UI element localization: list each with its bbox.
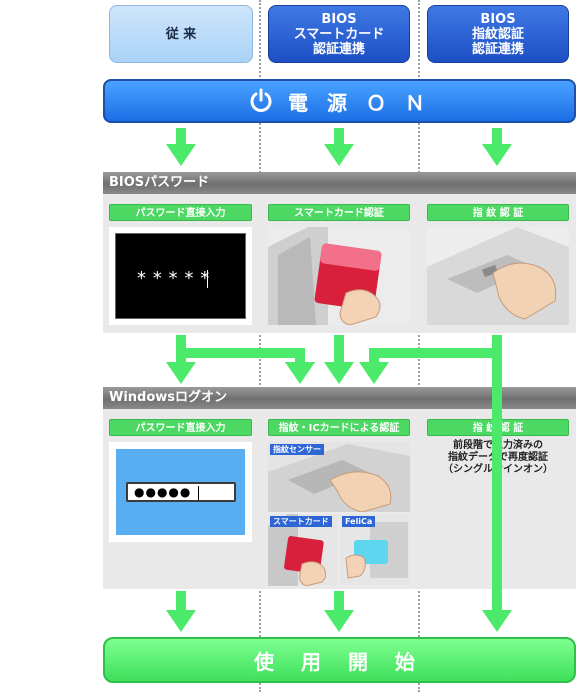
- column-header-label: BIOS: [480, 11, 516, 27]
- pill-fingerprint-auth: 指 紋 認 証: [427, 204, 569, 221]
- sub-label-fingerprint-sensor: 指紋センサー: [270, 444, 324, 455]
- column-divider: [259, 0, 261, 692]
- arrow-down-icon: [166, 335, 196, 384]
- sub-label-felica: FeliCa: [342, 516, 376, 527]
- arrow-down-icon: [324, 335, 354, 384]
- windows-password-mask: ●●●●●: [134, 485, 192, 499]
- fingerprint-sensor-illustration: [427, 227, 569, 325]
- column-header-label: 指紋認証: [471, 26, 524, 42]
- column-header-label: 従 来: [165, 26, 197, 42]
- pill-password-direct: パスワード直接入力: [109, 419, 252, 436]
- usage-start-banner: 使 用 開 始: [103, 637, 576, 683]
- column-header-label: 認証連携: [471, 41, 524, 57]
- arrow-down-icon: [166, 591, 196, 632]
- column-header-bios-fingerprint: BIOS 指紋認証 認証連携: [427, 5, 569, 63]
- logon-screen: ●●●●●: [116, 449, 245, 535]
- arrow-down-icon: [324, 128, 354, 166]
- column-header-conventional: 従 来: [109, 5, 253, 63]
- pill-smartcard-auth: スマートカード認証: [268, 204, 410, 221]
- column-header-label: スマートカード: [293, 26, 385, 42]
- text-cursor: [198, 486, 199, 500]
- text-cursor: [207, 270, 208, 288]
- power-icon: [250, 88, 272, 112]
- power-on-banner: 電 源 Ｏ Ｎ: [103, 79, 576, 123]
- arrow-down-icon: [482, 128, 512, 166]
- arrow-branch-icon: [359, 348, 497, 384]
- pill-fingerprint-auth: 指 紋 認 証: [427, 419, 569, 436]
- power-label: 電 源 Ｏ Ｎ: [288, 90, 431, 115]
- sub-label-smartcard: スマートカード: [270, 516, 332, 527]
- felica-illustration: [340, 514, 410, 586]
- bios-fingerprint-panel: [427, 227, 569, 325]
- arrow-branch-icon: [181, 348, 315, 384]
- bios-password-mask: *****: [136, 268, 216, 289]
- windows-password-panel: ●●●●●: [109, 442, 252, 542]
- start-label: 使 用 開 始: [254, 649, 425, 674]
- password-input-box: ●●●●●: [126, 482, 236, 502]
- windows-section-title: Windowsログオン: [103, 387, 576, 409]
- arrow-down-icon: [166, 128, 196, 166]
- note-line: 指紋データで再度認証: [448, 452, 548, 463]
- windows-multi-auth-panel: 指紋センサー スマートカード FeliCa: [268, 442, 410, 587]
- bios-section-title: BIOSパスワード: [103, 172, 576, 194]
- column-divider: [418, 0, 420, 692]
- pill-fingerprint-ic-auth: 指紋・ICカードによる認証: [268, 419, 410, 436]
- arrow-down-icon: [324, 591, 354, 632]
- pill-password-direct: パスワード直接入力: [109, 204, 252, 221]
- black-screen: *****: [115, 233, 246, 319]
- bios-smartcard-panel: [268, 227, 410, 325]
- fingerprint-sensor-illustration: [268, 442, 410, 512]
- smartcard-reader-illustration: [268, 227, 410, 325]
- bios-password-panel: *****: [109, 227, 252, 325]
- column-header-bios-smartcard: BIOS スマートカード 認証連携: [268, 5, 410, 63]
- column-header-label: 認証連携: [312, 41, 365, 57]
- note-line: 前段階で入力済みの: [453, 440, 543, 451]
- single-sign-on-note: 前段階で入力済みの 指紋データで再度認証 （シングルサインオン）: [427, 440, 569, 476]
- column-header-label: BIOS: [321, 11, 357, 27]
- note-line: （シングルサインオン）: [443, 464, 553, 475]
